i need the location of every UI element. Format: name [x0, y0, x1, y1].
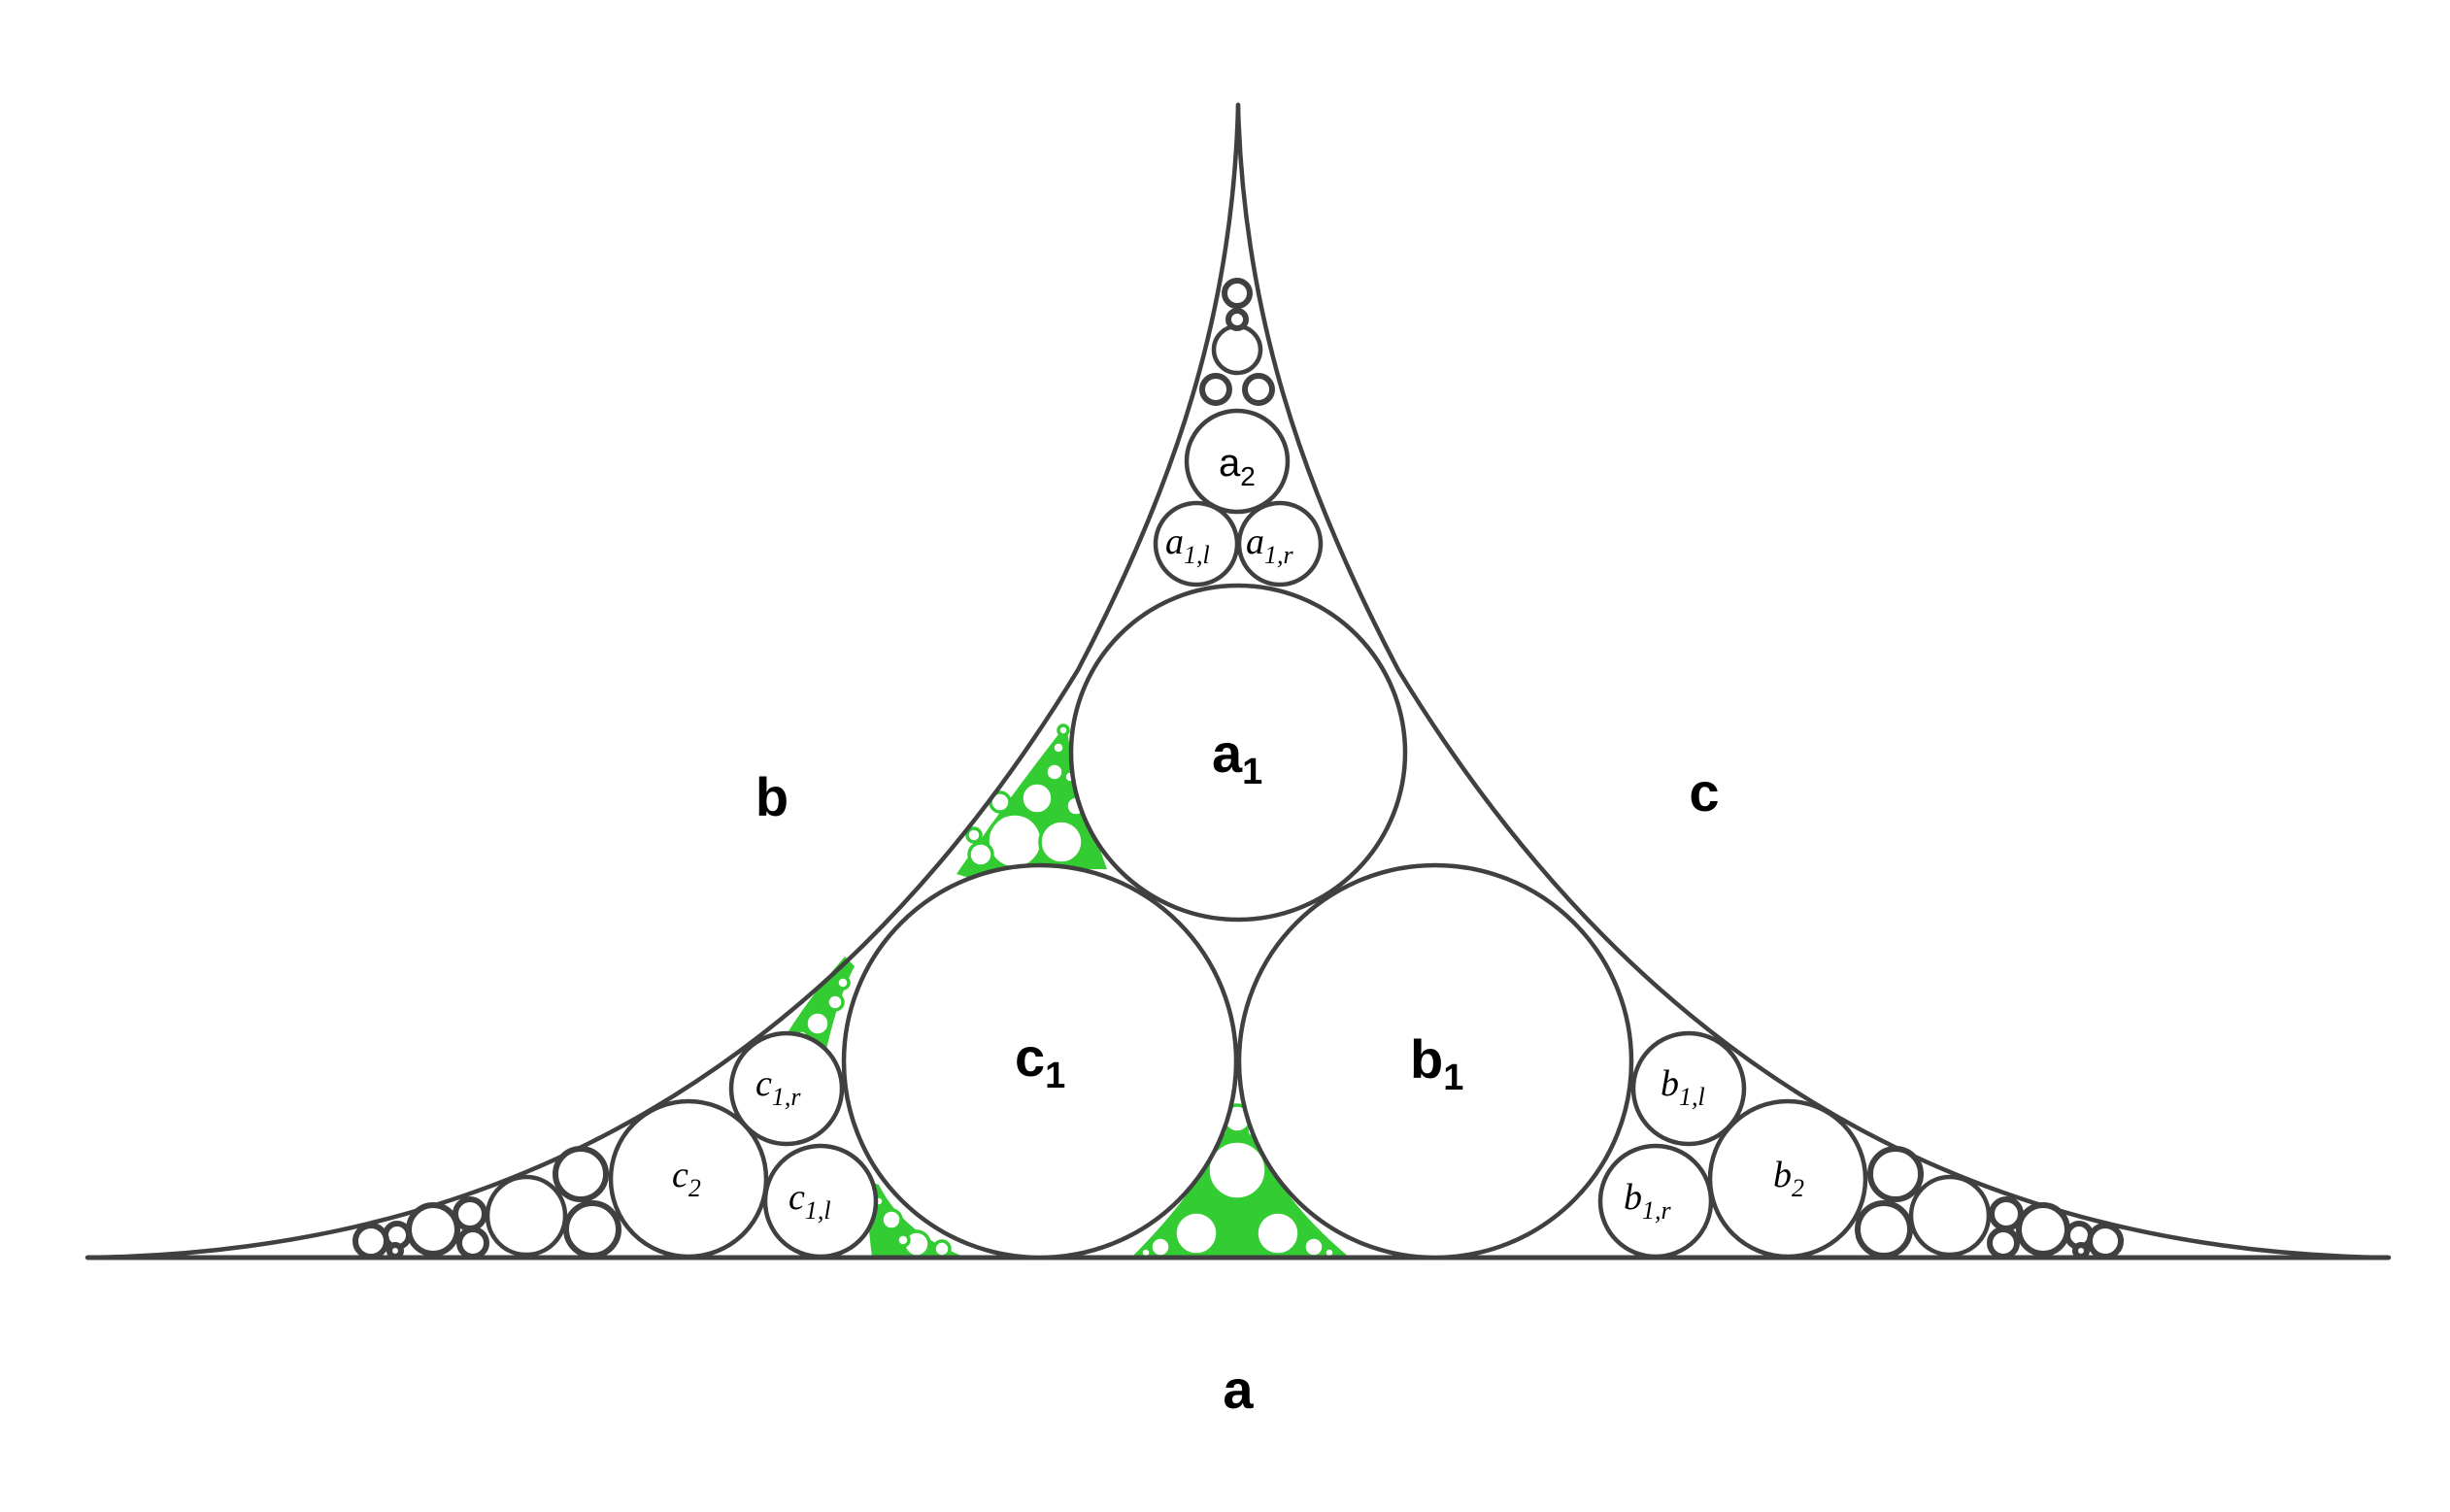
green-subcircle-7: [967, 841, 994, 868]
green-subcircle-11: [1057, 723, 1070, 737]
label-b1: b1: [1410, 1028, 1463, 1098]
right-circle-4: [2016, 1202, 2070, 1257]
circle-a1r: [1236, 500, 1324, 588]
label-c1: c1: [1015, 1026, 1065, 1096]
green-subcircle-18: [932, 1239, 952, 1259]
region-labels: a b c: [755, 761, 1720, 1420]
top-circle-5: [1222, 278, 1253, 309]
label-b1r: b1,r: [1624, 1177, 1672, 1225]
left-circle-8: [352, 1223, 389, 1260]
left-circle-6: [456, 1226, 489, 1260]
circle-a1: [1068, 583, 1408, 923]
green-subcircle-21: [1206, 1139, 1268, 1201]
small-circles: [352, 278, 2124, 1260]
left-circle-9: [386, 1242, 404, 1260]
circle-c1: [841, 862, 1239, 1260]
region-label-a: a: [1223, 1359, 1254, 1420]
green-subcircle-26: [1302, 1235, 1326, 1259]
top-circle-4: [1225, 308, 1249, 331]
circle-c1l: [762, 1143, 879, 1260]
left-circle-5: [453, 1196, 487, 1231]
right-circle-6: [1987, 1226, 2020, 1260]
left-circle-1: [485, 1174, 568, 1258]
circle-c1r: [728, 1030, 845, 1147]
label-a1: a1: [1212, 722, 1262, 792]
circle-b1: [1236, 862, 1634, 1260]
circle-labels: a1 c1 b1 a2 a1,l a1,r c1,r c1,l c2 b1,l: [672, 442, 1804, 1225]
green-subcircle-25: [1149, 1235, 1172, 1259]
circle-a2: [1184, 408, 1291, 515]
label-c2: c2: [672, 1155, 701, 1202]
green-subcircle-1: [986, 812, 1044, 870]
green-subcircle-19: [895, 1232, 911, 1248]
right-circle-3: [1855, 1200, 1913, 1259]
right-circle-8: [2087, 1223, 2124, 1260]
right-circle-2: [1867, 1146, 1924, 1202]
green-subcircle-8: [965, 826, 983, 844]
green-subcircle-22: [1173, 1210, 1220, 1257]
green-subcircle-15: [835, 975, 851, 991]
green-subcircle-23: [1255, 1210, 1301, 1257]
green-subcircle-10: [1051, 740, 1066, 756]
top-circle-1: [1211, 323, 1263, 376]
green-subcircle-13: [825, 992, 845, 1012]
label-c1r: c1,r: [755, 1063, 801, 1111]
region-label-c: c: [1689, 761, 1719, 823]
edge-b-left-curve: [84, 102, 1241, 1260]
edge-c-right-curve: [1235, 102, 2392, 1260]
region-label-b: b: [755, 766, 789, 827]
label-b1l: b1,l: [1661, 1063, 1705, 1111]
top-circle-3: [1242, 373, 1275, 406]
label-a1r: a1,r: [1246, 521, 1294, 569]
green-gap-bottom-left: [864, 1180, 966, 1258]
green-subcircle-6: [1044, 761, 1065, 783]
left-circle-4: [406, 1202, 460, 1257]
major-circles: [841, 583, 1634, 1260]
label-a2: a2: [1219, 442, 1256, 491]
circle-b2: [1707, 1098, 1868, 1260]
green-subcircle-17: [880, 1208, 903, 1231]
green-subcircle-12: [804, 1010, 831, 1037]
right-circle-9: [2072, 1242, 2090, 1260]
left-circle-3: [563, 1200, 621, 1259]
right-circle-5: [1989, 1196, 2024, 1231]
green-subcircle-2: [1038, 819, 1085, 865]
label-c1l: c1,l: [789, 1177, 831, 1225]
left-circle-2: [553, 1146, 609, 1202]
label-b2: b2: [1773, 1155, 1804, 1202]
circle-c2: [608, 1098, 769, 1260]
circle-b1l: [1630, 1030, 1747, 1147]
green-subcircle-3: [1020, 781, 1055, 816]
circle-b1r: [1597, 1143, 1714, 1260]
label-a1l: a1,l: [1165, 521, 1210, 569]
secondary-circles: [608, 408, 1868, 1260]
right-circle-1: [1908, 1174, 1992, 1258]
top-circle-2: [1199, 373, 1232, 406]
